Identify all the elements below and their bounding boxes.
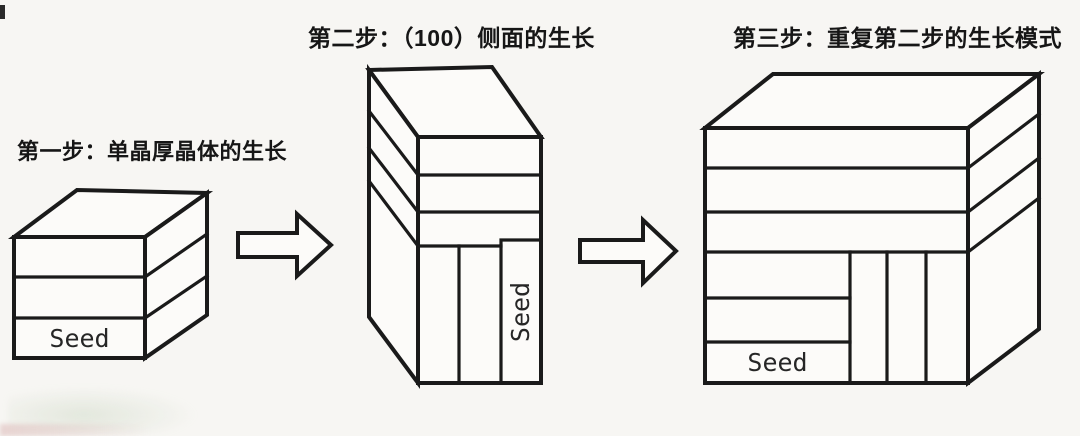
step3-front-face [703,126,970,385]
step1-label: 第一步：单晶厚晶体的生长 [17,139,288,164]
step2-layer-lines [366,108,543,385]
arrow-right-icon-2 [578,215,679,288]
step3-layer-lines [703,111,1042,385]
step1-crystal-drawing [7,187,214,362]
step2-crystal-drawing [365,63,545,390]
scan-smudge-pink [0,424,150,436]
step2-label: 第二步：（100）侧面的生长 [308,25,595,51]
seed-label-step1: Seed [49,324,110,353]
step3-crystal-drawing [699,69,1045,388]
step2-front-face [416,135,543,385]
scan-edge-mark [0,5,5,19]
arrow-right-icon-1 [236,209,334,281]
step1-layer-lines [12,231,210,321]
seed-label-step3: Seed [747,348,808,377]
step3-label: 第三步：重复第二步的生长模式 [733,25,1062,51]
seed-label-step2: Seed [506,281,535,343]
scan-smudge [8,386,198,434]
